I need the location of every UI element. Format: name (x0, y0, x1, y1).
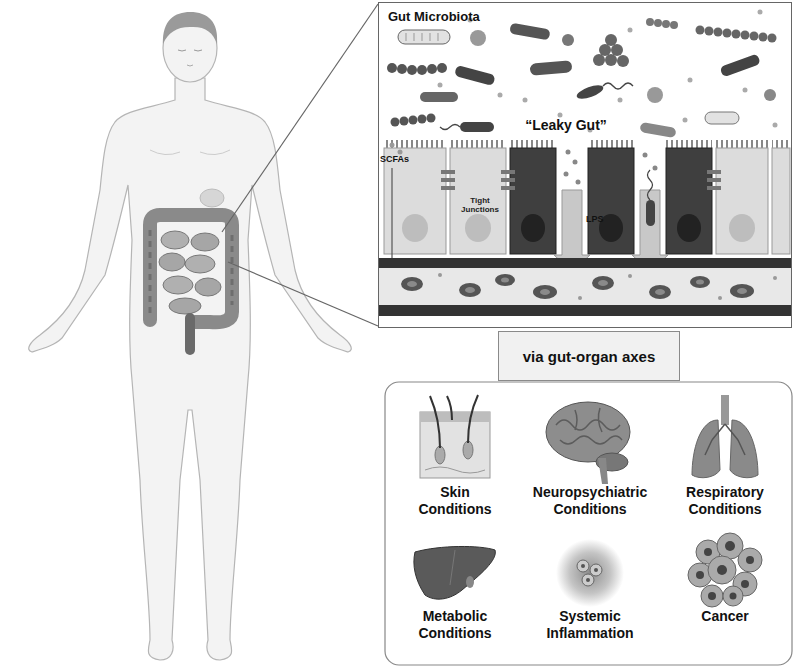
node-text: Neuropsychiatric Conditions (525, 484, 655, 518)
condition-label: Systemic Inflammation (525, 608, 655, 648)
scfa-label: SCFAs (380, 154, 420, 164)
junction-label: Tight Junctions (458, 196, 502, 214)
leaky-gut-label: “Leaky Gut” (506, 117, 626, 133)
liver-icon (414, 546, 495, 599)
cancer-icon (688, 533, 762, 607)
brain-icon (546, 402, 630, 484)
condition-label: Neuropsychiatric Conditions (525, 484, 655, 524)
microbiota-panel: Gut Microbiota (378, 2, 792, 328)
conditions-frame (385, 382, 792, 665)
gut-epithelium-art (379, 10, 791, 317)
axis-band: via gut-organ axes (498, 331, 680, 381)
condition-label: Metabolic Conditions (390, 608, 520, 648)
lungs-icon (692, 395, 758, 478)
human-figure (29, 4, 378, 660)
node-text: via gut-organ axes (523, 348, 656, 365)
condition-label: Respiratory Conditions (660, 484, 790, 524)
condition-label: Skin Conditions (410, 484, 500, 524)
node-text: Respiratory Conditions (660, 484, 790, 518)
node-text: Systemic Inflammation (525, 608, 655, 642)
inflammation-icon (556, 539, 624, 607)
node-text: Gut Microbiota (388, 9, 480, 24)
node-text: Cancer (701, 608, 748, 625)
node-text: Skin Conditions (410, 484, 500, 518)
skin-icon (420, 395, 490, 478)
node-text: Metabolic Conditions (390, 608, 520, 642)
lps-label: LPS (586, 214, 616, 224)
condition-label: Cancer (660, 608, 790, 648)
